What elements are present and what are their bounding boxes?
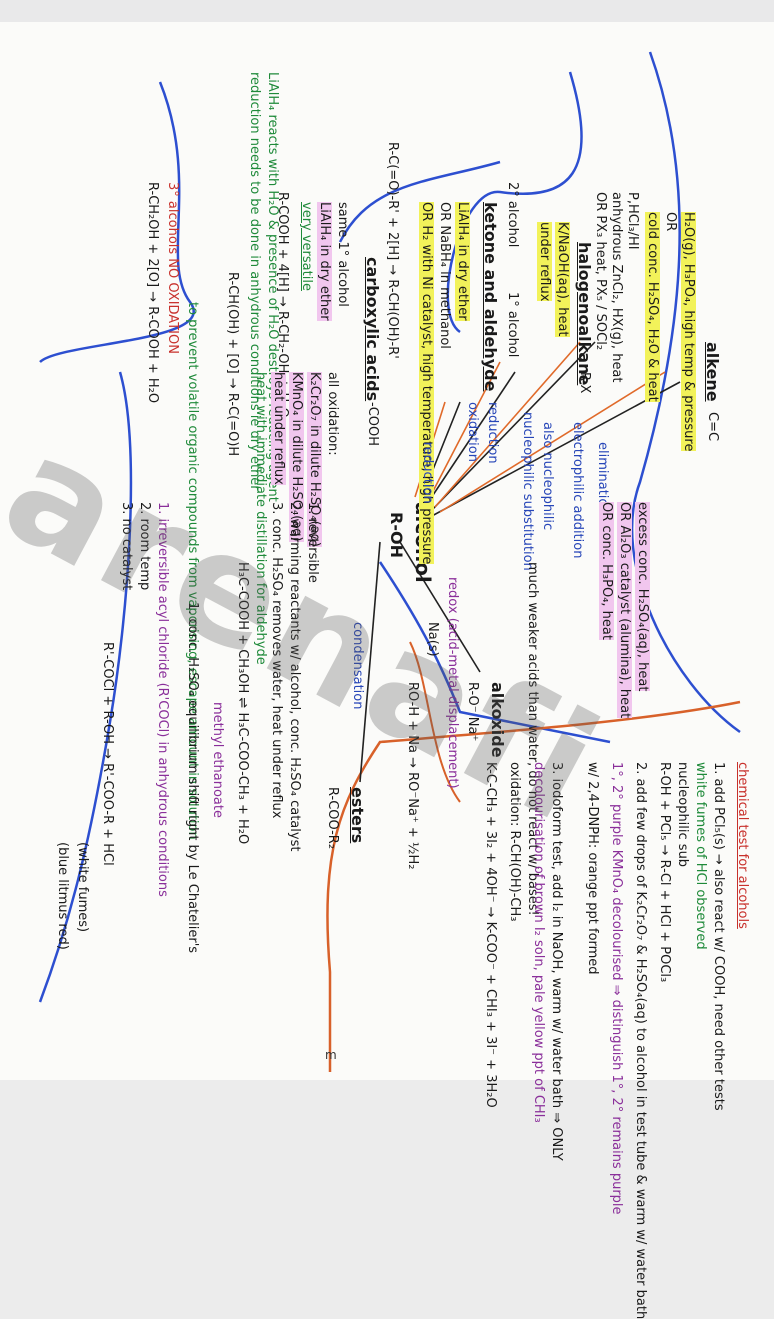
- halogen-region-outline: [446, 71, 583, 334]
- esters-list-3: 3. conc. H₂SO₄ removes water, heat under…: [269, 502, 284, 819]
- test-item-7: w/ 2,4-DNPH: orange ppt formed: [585, 762, 600, 975]
- halogen-condition-1: P,HCl₃/HI: [625, 192, 640, 250]
- test-item-11: K-C-CH₃ + 3I₂ + 4OH⁻ → K-COO⁻ + CHI₃ + 3…: [483, 762, 498, 1108]
- ketone-equation: R-C(=O)-R' + 2[H] → R-CH(OH)-R': [385, 142, 400, 359]
- test-item-5: 2. add few drops of K₂Cr₂O₇ & H₂SO₄(aq) …: [633, 762, 648, 1319]
- test-item-9: decolourisation of brown I₂ soln, pale y…: [531, 762, 546, 1123]
- ketone-condition-1: 2° alcohol: [505, 182, 520, 248]
- alkene-bond: C=C: [705, 412, 720, 442]
- oxidation-note-1: all oxidation:: [325, 372, 340, 456]
- test-item-4: R-OH + PCl₅ → R-Cl + HCl + POCl₃: [657, 762, 672, 983]
- ketone-condition-4: OR NaBH₄ in methanol: [437, 202, 452, 349]
- acyl-note-2: 2. room temp: [137, 502, 152, 591]
- halogenoalkane-title: halogenoalkane: [575, 242, 594, 386]
- arrow-from-alkene: [439, 371, 666, 513]
- elim-condition-2: OR Al₂O₃ catalyst (alumina), heat: [617, 502, 632, 719]
- carboxylic-note-1: same 1° alcohol: [335, 202, 350, 307]
- tertiary-no-oxidation: 3° alcohols NO OXIDATION: [165, 182, 180, 354]
- ketone-oxidation-label: oxidation: [465, 402, 480, 462]
- alkoxide-formula: R-O⁻ Na⁺: [465, 682, 480, 742]
- page-marker: m: [325, 1048, 337, 1062]
- acyl-note-1: 1. irreversible acyl chloride (R'COCl) i…: [155, 502, 170, 897]
- carboxylic-note-2: LiAlH₄ in dry ether: [317, 202, 332, 321]
- chemical-tests-title: chemical test for alcohols: [735, 762, 750, 929]
- ketone-condition-2: 1° alcohol: [505, 292, 520, 358]
- test-item-1: 1. add PCl₅(s) → also react w/ COOH, nee…: [711, 762, 726, 1111]
- carboxylic-formula: -COOH: [365, 402, 380, 447]
- esters-title: esters: [348, 787, 367, 844]
- arrow-from-halogen: [434, 341, 581, 508]
- esters-list-2: 2. warming reactants w/ alcohol, conc. H…: [287, 502, 302, 852]
- arrow-to-esters: [359, 541, 381, 783]
- alkoxide-arrow-label: redox (acid-metal displacement): [445, 577, 460, 789]
- acyl-note-3: 3. no catalyst: [119, 502, 134, 591]
- halogen-sub-label: nucleophilic substitution: [520, 412, 535, 571]
- oxidation-note-4: heat under reflux: [271, 372, 286, 485]
- lower-left-outline: [38, 371, 133, 1003]
- ester-region-outline: [378, 561, 611, 744]
- esters-equation: H₃C-COOH + CH₃OH ⇌ H₃C-COO-CH₃ + H₂O: [235, 562, 250, 845]
- full-oxidation-eq: R-CH₂OH + 2[O] → R-COOH + H₂O: [145, 182, 160, 404]
- test-item-10: oxidation: R-CH(OH)-CH₃: [507, 762, 522, 922]
- halogen-condition-4: K/NaOH(aq), heat: [555, 222, 570, 337]
- halogenoalkane-formula: R-X: [577, 372, 592, 394]
- alkene-condition-2: OR: [663, 212, 678, 232]
- halogen-also-label: also nucleophilic: [540, 422, 555, 531]
- ketone-condition-3: LiAlH₄ in dry ether: [455, 202, 470, 321]
- carboxylic-note-3: very versatile: [299, 202, 314, 291]
- methyl-ethanoate-label: methyl ethanoate: [210, 702, 225, 818]
- test-item-3: nucleophilic sub: [675, 762, 690, 868]
- alkene-condition-3: cold conc. H₂SO₄, H₂O & heat: [645, 212, 660, 402]
- esters-formula: R-COO-R₂: [325, 787, 340, 850]
- test-item-2: white fumes of HCl observed: [693, 762, 708, 950]
- alkoxide-title: alkoxide: [488, 682, 507, 758]
- condensation-label: condensation: [350, 622, 365, 710]
- carboxylic-reduction-label: reduction: [420, 442, 435, 504]
- scanned-notes-page: alcohol R-OH alkene C=C H₂O(g), H₃PO₄, h…: [0, 22, 774, 1319]
- elim-condition-3: OR conc. H₃PO₄, heat: [599, 502, 614, 640]
- arrow-to-alkoxide: [399, 541, 481, 673]
- esters-orange-line: [409, 641, 461, 803]
- halogen-condition-5: under reflux: [537, 222, 552, 302]
- alcohol-formula: R-OH: [387, 512, 406, 558]
- le-chatelier-note: 1. conc. H₂SO₄ equilibrium shift right b…: [185, 602, 200, 954]
- halogen-condition-3: OR PX₃ heat, PX₅ / SOCl₂: [593, 192, 608, 351]
- ketone-region-outline: [338, 160, 501, 243]
- arrow-to-alkene: [429, 381, 681, 518]
- carboxylic-region-outline: [39, 81, 195, 363]
- alkene-condition-1: H₂O(g), H₃PO₄, high temp & pressure: [681, 212, 696, 452]
- oxidation-note-5: heat with immediate distillation for ald…: [253, 372, 268, 665]
- carboxylic-title: carboxylic acids: [363, 257, 382, 402]
- arrow-from-ketone: [429, 361, 501, 498]
- ketone-reduction-label: reduction: [485, 402, 500, 464]
- arrow-to-halogen: [429, 341, 596, 513]
- esters-list-1: 1. reversible: [305, 502, 320, 583]
- mind-map-canvas: alcohol R-OH alkene C=C H₂O(g), H₃PO₄, h…: [0, 42, 760, 1319]
- acyl-equation: R'-COCl + R-OH → R'-COO-R + HCl: [100, 642, 115, 866]
- alkoxide-equation: RO-H + Na → RO⁻Na⁺ + ½H₂: [405, 682, 420, 870]
- arrow-to-ketone: [424, 371, 516, 508]
- alcohol-oxidation-eq: R-CH(OH) + [O] → R-C(=O)H: [225, 272, 240, 457]
- test-item-8: 3. iodoform test, add I₂ in NaOH, warm w…: [549, 762, 564, 1161]
- alkoxide-reagent: Na(s): [425, 622, 440, 657]
- alkene-title: alkene: [703, 342, 722, 402]
- alkene-region-outline: [630, 51, 741, 734]
- white-fumes-note: (white fumes): [75, 842, 90, 933]
- ketone-condition-5: OR H₂ with Ni catalyst, high temperature…: [419, 202, 434, 565]
- viewer-top-bar: [0, 0, 774, 22]
- alkene-addition-label: electrophilic addition: [570, 422, 585, 559]
- blue-litmus-note: (blue litmus red): [55, 842, 70, 950]
- test-region-outline: [326, 700, 741, 1072]
- elim-condition-1: excess conc. H₂SO₄(aq), heat: [635, 502, 650, 692]
- ketone-aldehyde-title: ketone and aldehyde: [481, 202, 500, 392]
- test-item-6: 1°, 2° purple KMnO₄ decolourised ⇒ disti…: [609, 762, 624, 1215]
- halogen-condition-2: anhydrous ZnCl₂, HX(g), heat: [609, 192, 624, 383]
